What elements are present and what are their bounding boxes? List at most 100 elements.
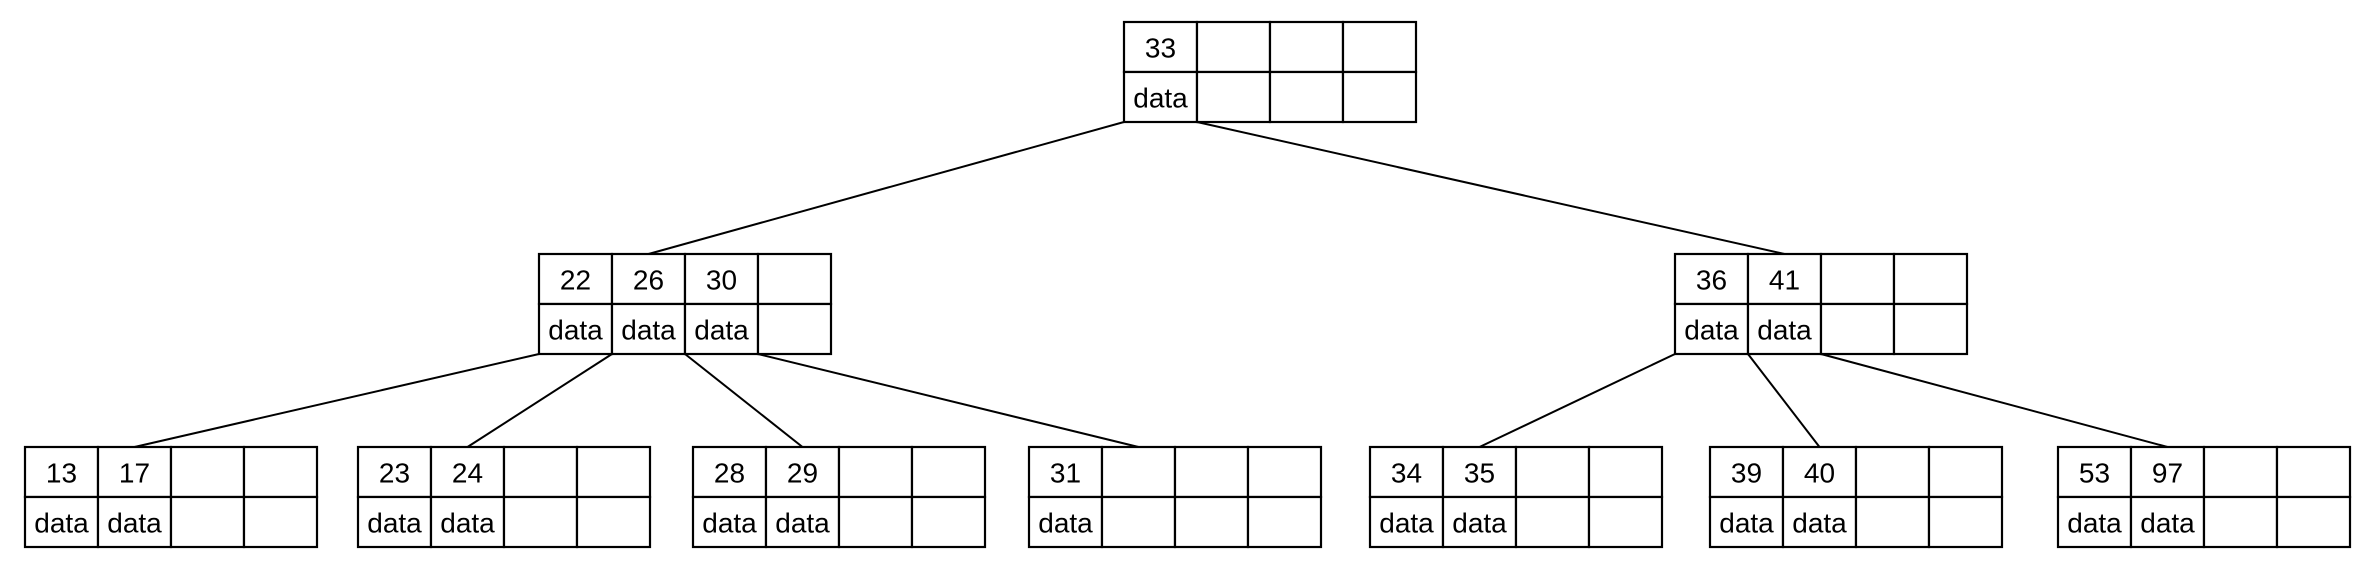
data-label: data [1038, 508, 1093, 539]
empty-data-cell [1246, 495, 1323, 549]
empty-key-cell [502, 445, 579, 499]
empty-data-cell [910, 495, 987, 549]
node-key: 29 [787, 458, 818, 489]
node-key: 31 [1050, 458, 1081, 489]
empty-key-cell [1892, 252, 1969, 306]
data-label: data [1757, 315, 1812, 346]
empty-data-cell [575, 495, 652, 549]
empty-data-cell [1854, 495, 1931, 549]
empty-data-cell [837, 495, 914, 549]
empty-data-cell [1100, 495, 1177, 549]
data-cell [691, 495, 768, 549]
node-key: 39 [1731, 458, 1762, 489]
node-key: 53 [2079, 458, 2110, 489]
empty-key-cell [837, 445, 914, 499]
tree-node-leaf-7: 53 data 97 data [2056, 445, 2352, 549]
empty-key-cell [1100, 445, 1177, 499]
data-label: data [440, 508, 495, 539]
empty-data-cell [1268, 70, 1345, 124]
empty-key-cell [1587, 445, 1664, 499]
tree-edge-mid-a-to-leaf-1 [134, 353, 540, 448]
empty-key-cell [1854, 445, 1931, 499]
tree-node-root: 33 data [1122, 20, 1418, 124]
empty-key-cell [910, 445, 987, 499]
nodes-layer: 33data22data26data30data36data41data13da… [23, 20, 2352, 549]
edges-layer [134, 121, 2168, 448]
empty-key-cell [575, 445, 652, 499]
key-cell [23, 445, 100, 499]
data-label: data [2140, 508, 2195, 539]
data-label: data [34, 508, 89, 539]
empty-data-cell [2275, 495, 2352, 549]
node-key: 28 [714, 458, 745, 489]
empty-key-cell [1173, 445, 1250, 499]
data-label: data [621, 315, 676, 346]
empty-key-cell [1268, 20, 1345, 74]
tree-edge-mid-b-to-leaf-7 [1820, 353, 2168, 448]
data-cell [2056, 495, 2133, 549]
node-key: 23 [379, 458, 410, 489]
data-label: data [702, 508, 757, 539]
node-key: 97 [2152, 458, 2183, 489]
tree-node-leaf-2: 23 data 24 data [356, 445, 652, 549]
empty-key-cell [1246, 445, 1323, 499]
data-label: data [1133, 83, 1188, 114]
node-key: 30 [706, 265, 737, 296]
data-label: data [694, 315, 749, 346]
data-cell [1781, 495, 1858, 549]
data-label: data [1792, 508, 1847, 539]
node-key: 24 [452, 458, 483, 489]
node-key: 17 [119, 458, 150, 489]
empty-data-cell [1587, 495, 1664, 549]
node-key: 33 [1145, 33, 1176, 64]
data-label: data [1684, 315, 1739, 346]
empty-key-cell [169, 445, 246, 499]
node-key: 22 [560, 265, 591, 296]
tree-edge-root-to-mid-b [1196, 121, 1785, 255]
node-key: 34 [1391, 458, 1422, 489]
data-label: data [775, 508, 830, 539]
empty-data-cell [2202, 495, 2279, 549]
empty-data-cell [242, 495, 319, 549]
node-key: 26 [633, 265, 664, 296]
data-label: data [1719, 508, 1774, 539]
empty-data-cell [1195, 70, 1272, 124]
tree-edge-mid-a-to-leaf-4 [757, 353, 1139, 448]
key-cell [1781, 445, 1858, 499]
key-cell [356, 445, 433, 499]
node-key: 36 [1696, 265, 1727, 296]
empty-key-cell [1514, 445, 1591, 499]
empty-key-cell [756, 252, 833, 306]
data-cell [1441, 495, 1518, 549]
data-cell [1673, 302, 1750, 356]
tree-edge-mid-b-to-leaf-5 [1479, 353, 1676, 448]
data-cell [96, 495, 173, 549]
tree-edge-mid-a-to-leaf-2 [466, 353, 613, 448]
data-label: data [1452, 508, 1507, 539]
data-cell [1027, 495, 1104, 549]
tree-edge-root-to-mid-a [648, 121, 1125, 255]
tree-node-leaf-4: 31 data [1027, 445, 1323, 549]
empty-key-cell [1195, 20, 1272, 74]
data-cell [610, 302, 687, 356]
empty-key-cell [1819, 252, 1896, 306]
empty-data-cell [1927, 495, 2004, 549]
empty-key-cell [242, 445, 319, 499]
empty-key-cell [2202, 445, 2279, 499]
key-cell [1027, 445, 1104, 499]
empty-key-cell [1927, 445, 2004, 499]
node-key: 35 [1464, 458, 1495, 489]
data-label: data [107, 508, 162, 539]
tree-edge-mid-b-to-leaf-6 [1747, 353, 1821, 448]
data-label: data [367, 508, 422, 539]
empty-data-cell [1892, 302, 1969, 356]
data-cell [356, 495, 433, 549]
key-cell [683, 252, 760, 306]
data-cell [537, 302, 614, 356]
tree-edge-mid-a-to-leaf-3 [684, 353, 804, 448]
data-label: data [2067, 508, 2122, 539]
data-cell [1122, 70, 1199, 124]
